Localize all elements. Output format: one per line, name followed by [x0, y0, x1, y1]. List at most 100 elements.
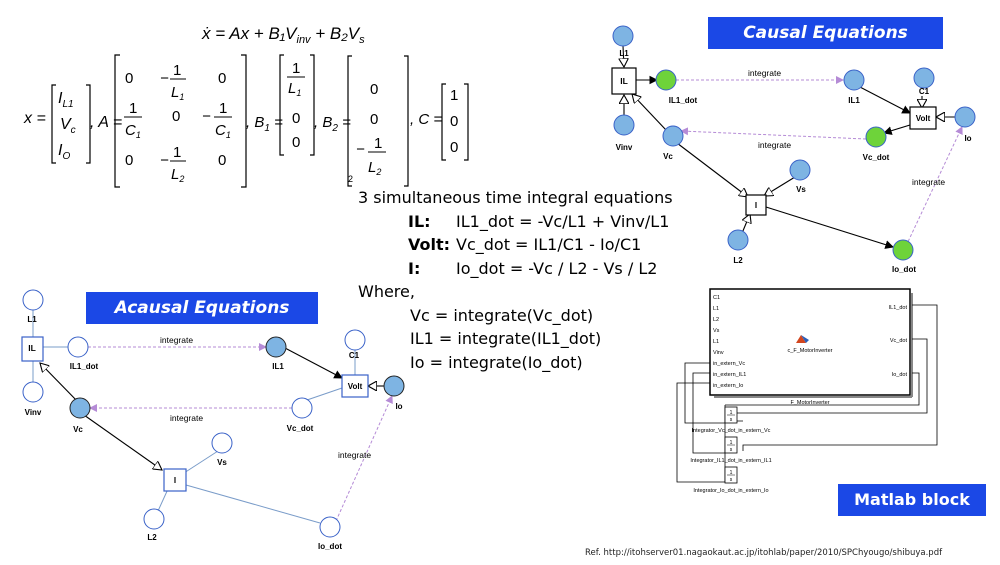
node-il1: [843, 69, 865, 91]
svg-text:−: −: [202, 108, 211, 125]
a-label-vcdot: Vc_dot: [287, 424, 314, 433]
equations-heading: 3 simultaneous time integral equations: [358, 188, 673, 207]
svg-text:1: 1: [730, 440, 733, 446]
state-equation: ẋ = Ax + B₁Vinv + B₂Vs: [201, 24, 365, 46]
svg-text:s: s: [730, 417, 733, 423]
node-iodot: [892, 239, 914, 261]
svg-text:0: 0: [125, 152, 133, 169]
label-il1: IL1: [848, 96, 860, 105]
equation-list: 3 simultaneous time integral equations I…: [358, 186, 673, 374]
reference-url: Ref. http://itohserver01.nagaokaut.ac.jp…: [585, 548, 943, 558]
node-l2: [727, 229, 749, 251]
a-label-il: IL: [28, 343, 36, 353]
node-io: [954, 106, 976, 128]
matlab-banner: Matlab block: [838, 484, 986, 516]
block-center-label: c_F_MotorInverter: [788, 348, 833, 354]
svg-text:in_extern_Vc: in_extern_Vc: [713, 361, 745, 367]
svg-text:2: 2: [348, 174, 353, 184]
block-outports: IL1_dot Vc_dot Io_dot: [889, 305, 908, 378]
node-vinv: [613, 114, 635, 136]
a-node-vc: [69, 397, 91, 419]
label-vc: Vc: [663, 152, 673, 161]
where-label: Where,: [358, 282, 415, 301]
svg-text:, A =: , A =: [90, 114, 122, 131]
a-block-il: [21, 336, 44, 362]
label-io: Io: [964, 134, 971, 143]
b1-matrix: , B1 = 1 L1 0 0: [246, 54, 315, 156]
svg-text:1: 1: [374, 135, 382, 152]
matlab-simulink-model: C1 L1 L2 Vs L1 Vinv in_extern_Vc in_exte…: [676, 288, 938, 494]
a-label-i: I: [174, 476, 176, 485]
edge-vc-il: [632, 94, 667, 131]
node-vs: [789, 159, 811, 181]
volt-label: Volt:: [408, 235, 451, 254]
a-node-iodot: [319, 516, 341, 538]
svg-text:1: 1: [173, 62, 181, 79]
integrate-iodot-io: [905, 126, 963, 247]
a-edge-vcdot-volt: [306, 387, 343, 401]
a-edge-vc-i: [83, 414, 162, 470]
node-il1dot: [655, 69, 677, 91]
svg-text:s: s: [730, 447, 733, 453]
integrate-label-2: integrate: [758, 140, 791, 150]
a-node-vinv: [22, 381, 44, 403]
block-name-label: F_MotorInverter: [790, 400, 829, 406]
svg-text:Vinv: Vinv: [713, 350, 724, 356]
edge-l1-il: [623, 45, 624, 67]
svg-text:−: −: [356, 141, 365, 158]
edge-vs-i: [764, 176, 796, 196]
a-edge-l2-i: [157, 488, 169, 512]
a-label-vs: Vs: [217, 458, 227, 467]
svg-text:in_extern_Io: in_extern_Io: [713, 383, 743, 389]
state-space-equations: ẋ = Ax + B₁Vinv + B₂Vs x = IL1 Vc IO , A…: [23, 24, 365, 188]
integrate-label-3: integrate: [912, 177, 945, 187]
svg-text:C1: C1: [713, 295, 720, 301]
a-edge-vc-il: [40, 363, 81, 405]
b2-c-matrices: 0 0 − 1 L2 2 , C = 1 0 0: [347, 55, 469, 187]
svg-text:−: −: [160, 70, 169, 87]
integrate-vcdot-vc: [680, 127, 867, 140]
label-il: IL: [620, 76, 628, 86]
a-label-il1dot: IL1_dot: [70, 362, 99, 371]
integrator-io-label: Integrator_Io_dot_in_extern_Io: [693, 488, 768, 494]
edge-il1-volt: [857, 85, 911, 114]
svg-text:Io_dot: Io_dot: [892, 372, 908, 378]
svg-text:L1: L1: [713, 306, 719, 312]
il-equation: IL1_dot = -Vc/L1 + Vinv/L1: [456, 211, 670, 231]
svg-text:−: −: [160, 152, 169, 169]
node-vc: [662, 125, 684, 147]
svg-text:0: 0: [218, 152, 226, 169]
a-integrate-label-1: integrate: [160, 335, 193, 345]
label-l2: L2: [733, 256, 743, 265]
a-node-il1dot: [67, 336, 89, 358]
a-node-vs: [211, 432, 233, 454]
a-node-io: [383, 375, 405, 397]
a-label-l2: L2: [147, 533, 157, 542]
i-equation: Io_dot = -Vc / L2 - Vs / L2: [456, 258, 658, 278]
volt-equation: Vc_dot = IL1/C1 - Io/C1: [456, 235, 642, 254]
node-c1: [913, 67, 935, 89]
a-integrate-iodot-io: [335, 395, 393, 522]
svg-text:IL1_dot: IL1_dot: [889, 305, 908, 311]
a-block-i: [163, 468, 187, 492]
a-integrate-label-3: integrate: [338, 450, 371, 460]
where-io: Io = integrate(Io_dot): [410, 352, 583, 372]
a-edge-il1-volt: [284, 347, 343, 379]
svg-text:0: 0: [292, 134, 300, 151]
node-l1: [612, 25, 634, 47]
label-vcdot: Vc_dot: [863, 153, 890, 162]
svg-text:0: 0: [292, 110, 300, 127]
svg-text:Vs: Vs: [713, 328, 720, 334]
a-node-l2: [143, 508, 165, 530]
svg-text:0: 0: [218, 70, 226, 87]
svg-text:x =: x =: [23, 110, 46, 127]
il-label: IL:: [408, 211, 431, 231]
block-volt: [909, 106, 937, 130]
svg-text:L1: L1: [713, 339, 719, 345]
svg-text:, C =: , C =: [410, 111, 442, 128]
a-label-l1: L1: [27, 315, 37, 324]
svg-text:1: 1: [129, 100, 137, 117]
svg-text:1: 1: [173, 144, 181, 161]
label-volt: Volt: [916, 114, 931, 123]
a-label-vc: Vc: [73, 425, 83, 434]
